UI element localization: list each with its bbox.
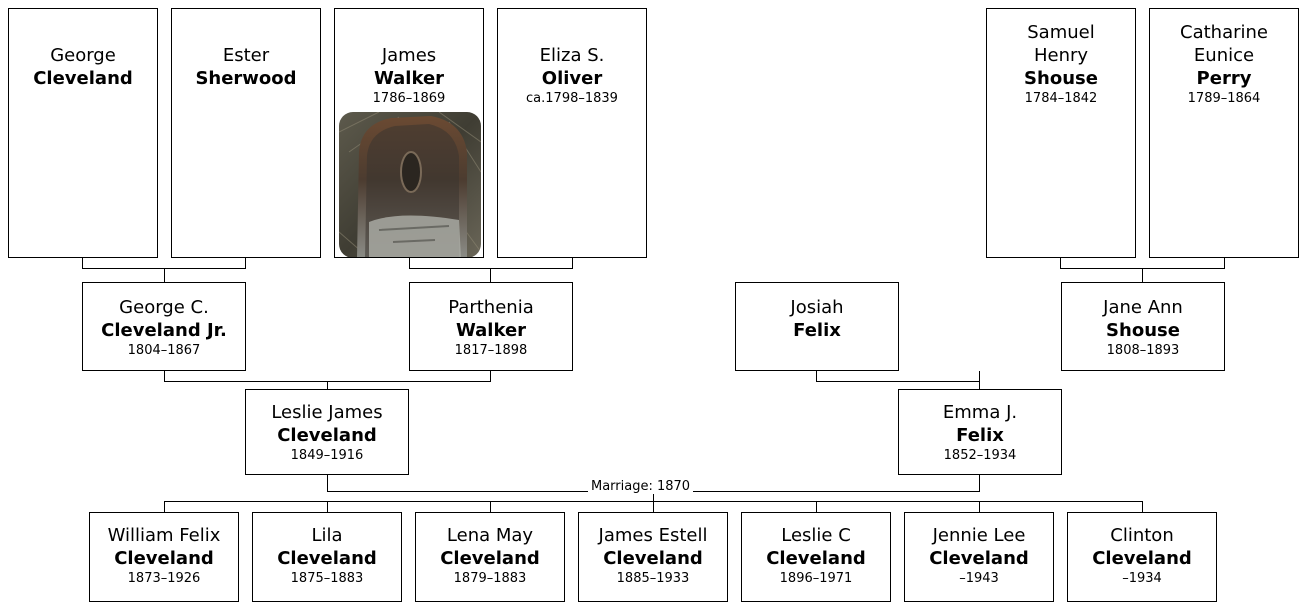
given-name: Eliza S. [539, 45, 605, 66]
life-dates: 1849–1916 [290, 448, 364, 463]
life-dates: –1934 [1122, 571, 1162, 586]
person-william-felix-cleveland[interactable]: William Felix Cleveland 1873–1926 [89, 512, 239, 602]
given-name: Clinton [1110, 525, 1174, 546]
life-dates: 1875–1883 [290, 571, 364, 586]
person-jane-ann-shouse[interactable]: Jane Ann Shouse 1808–1893 [1061, 282, 1225, 371]
person-clinton-cleveland[interactable]: Clinton Cleveland –1934 [1067, 512, 1217, 602]
surname: Cleveland [114, 548, 214, 569]
given-name: Parthenia [448, 297, 534, 318]
surname: Cleveland [766, 548, 866, 569]
person-josiah-felix[interactable]: Josiah Felix [735, 282, 899, 371]
person-james-estell-cleveland[interactable]: James Estell Cleveland 1885–1933 [578, 512, 728, 602]
surname: Felix [793, 320, 841, 341]
given-name: Samuel Henry [1027, 22, 1095, 66]
surname: Sherwood [195, 68, 297, 89]
person-james-walker[interactable]: James Walker 1786–1869 [334, 8, 484, 258]
gravestone-photo[interactable] [339, 112, 481, 257]
surname: Walker [455, 320, 527, 341]
surname: Walker [373, 68, 445, 89]
given-name: James Estell [598, 525, 708, 546]
marriage-label: Marriage: 1870 [588, 479, 694, 494]
life-dates: 1873–1926 [127, 571, 201, 586]
person-emma-felix[interactable]: Emma J. Felix 1852–1934 [898, 389, 1062, 475]
surname: Perry [1196, 68, 1252, 89]
given-name: James [381, 45, 437, 66]
surname: Cleveland [277, 548, 377, 569]
surname: Shouse [1024, 68, 1098, 89]
surname: Cleveland [277, 425, 377, 446]
surname: Cleveland [33, 68, 133, 89]
surname: Cleveland [440, 548, 540, 569]
given-name: Ester [222, 45, 270, 66]
person-catharine-perry[interactable]: Catharine Eunice Perry 1789–1864 [1149, 8, 1299, 258]
person-parthenia-walker[interactable]: Parthenia Walker 1817–1898 [409, 282, 573, 371]
person-leslie-james-cleveland[interactable]: Leslie James Cleveland 1849–1916 [245, 389, 409, 475]
given-name: Emma J. [942, 402, 1018, 423]
given-name: Jennie Lee [932, 525, 1026, 546]
surname: Shouse [1106, 320, 1180, 341]
life-dates: 1808–1893 [1106, 343, 1180, 358]
given-name: Jane Ann [1103, 297, 1183, 318]
life-dates: 1852–1934 [943, 448, 1017, 463]
given-name: George [50, 45, 116, 66]
surname: Cleveland [603, 548, 703, 569]
person-samuel-shouse[interactable]: Samuel Henry Shouse 1784–1842 [986, 8, 1136, 258]
life-dates: ca.1798–1839 [526, 91, 618, 106]
given-name: George C. [119, 297, 209, 318]
person-jennie-lee-cleveland[interactable]: Jennie Lee Cleveland –1943 [904, 512, 1054, 602]
given-name: Leslie James [271, 402, 383, 423]
gravestone-image [339, 112, 481, 257]
life-dates: 1817–1898 [454, 343, 528, 358]
given-name: William Felix [107, 525, 221, 546]
life-dates: 1804–1867 [127, 343, 201, 358]
given-name: Leslie C [781, 525, 851, 546]
surname: Cleveland Jr. [101, 320, 227, 341]
person-lena-may-cleveland[interactable]: Lena May Cleveland 1879–1883 [415, 512, 565, 602]
surname: Cleveland [929, 548, 1029, 569]
life-dates: –1943 [959, 571, 999, 586]
person-lila-cleveland[interactable]: Lila Cleveland 1875–1883 [252, 512, 402, 602]
life-dates: 1784–1842 [1024, 91, 1098, 106]
life-dates: 1896–1971 [779, 571, 853, 586]
given-name: Josiah [790, 297, 844, 318]
person-ester-sherwood[interactable]: Ester Sherwood [171, 8, 321, 258]
surname: Oliver [541, 68, 603, 89]
given-name: Catharine Eunice [1180, 22, 1268, 66]
life-dates: 1885–1933 [616, 571, 690, 586]
given-name: Lila [311, 525, 343, 546]
surname: Felix [956, 425, 1004, 446]
person-leslie-c-cleveland[interactable]: Leslie C Cleveland 1896–1971 [741, 512, 891, 602]
life-dates: 1789–1864 [1187, 91, 1261, 106]
life-dates: 1786–1869 [372, 91, 446, 106]
given-name: Lena May [446, 525, 534, 546]
person-george-c-cleveland-jr[interactable]: George C. Cleveland Jr. 1804–1867 [82, 282, 246, 371]
person-eliza-oliver[interactable]: Eliza S. Oliver ca.1798–1839 [497, 8, 647, 258]
surname: Cleveland [1092, 548, 1192, 569]
person-george-cleveland[interactable]: George Cleveland [8, 8, 158, 258]
life-dates: 1879–1883 [453, 571, 527, 586]
